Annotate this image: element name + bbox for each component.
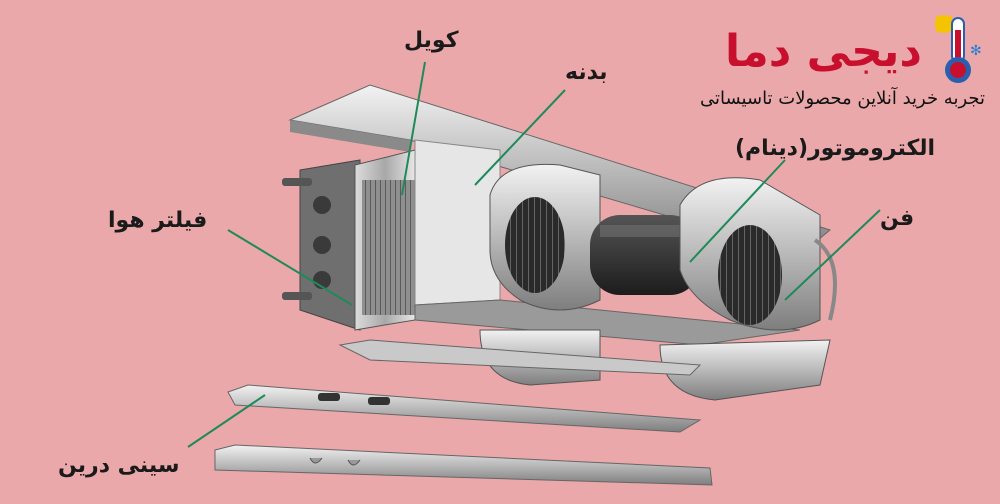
label-coil: کویل [404, 28, 459, 53]
coil-assembly [282, 149, 417, 331]
blower-housing-right [659, 177, 837, 401]
leader-air-filter [227, 229, 353, 306]
leader-lines [187, 61, 881, 448]
brand-name: دیجی دما [725, 26, 922, 77]
label-fan: فن [880, 206, 915, 231]
leader-coil [401, 61, 426, 196]
motor [590, 215, 700, 295]
leader-electromotor [689, 159, 786, 263]
bottom-rail [338, 339, 702, 376]
brand-tagline: تجربه خرید آنلاین محصولات تاسیساتی [700, 88, 986, 109]
label-drain-tray: سینی درین [58, 453, 180, 478]
brand-logo: دیجی دما تجربه خرید آنلاین محصولات تاسیس… [690, 8, 990, 118]
leader-body [474, 89, 566, 186]
drain-tray-upper [227, 384, 702, 433]
label-air-filter: فیلتر هوا [108, 208, 208, 233]
leader-fan [784, 209, 881, 301]
leader-drain-tray [187, 394, 266, 448]
label-body: بدنه [565, 60, 608, 85]
thermometer-icon: ✻ [935, 15, 982, 83]
svg-text:✻: ✻ [970, 43, 982, 59]
label-electromotor: الکتروموتور(دینام) [735, 136, 936, 161]
drain-tray-lower [214, 444, 713, 486]
